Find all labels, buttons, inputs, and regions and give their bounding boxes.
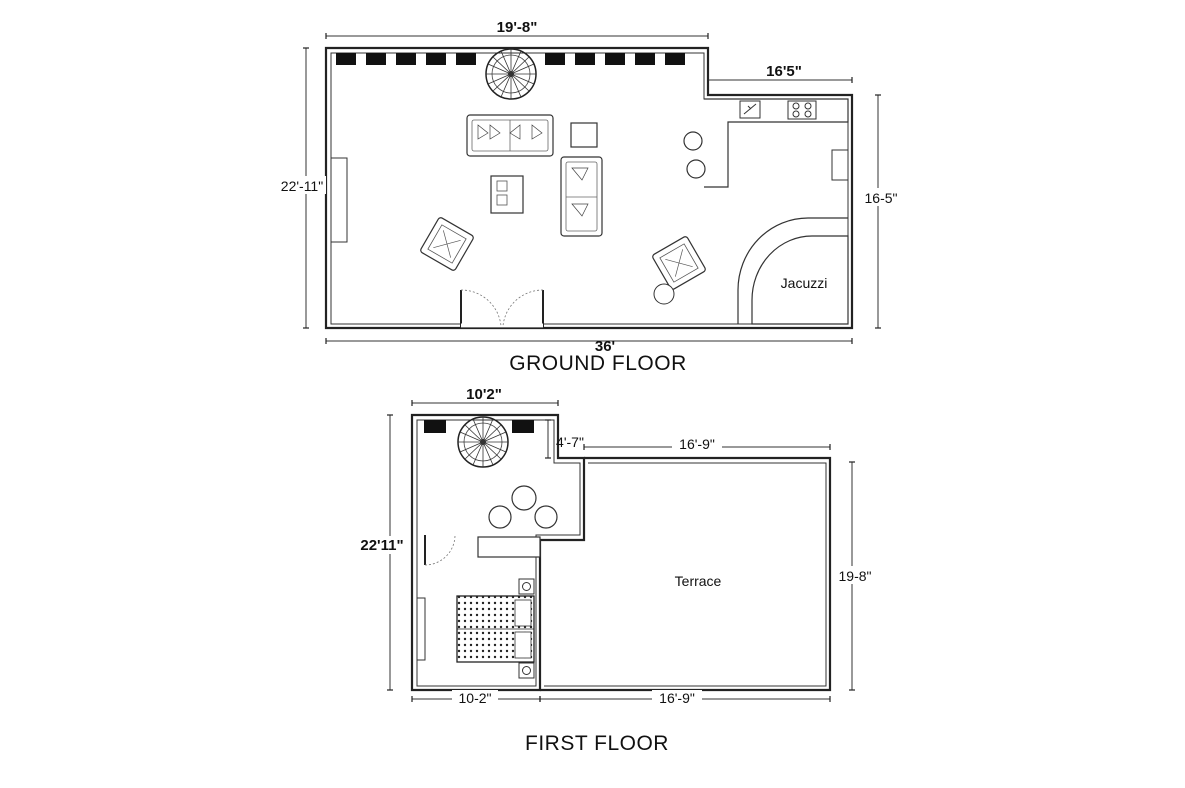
nightstand-icon: [518, 578, 535, 595]
dim-bottom-width: 36': [595, 338, 615, 355]
dim-small-depth: 4'-7": [556, 434, 584, 450]
nightstand-icon: [518, 662, 535, 679]
wardrobe: [416, 597, 426, 661]
dim-left-height: 22'11": [360, 537, 403, 554]
bar-stool: [683, 131, 703, 151]
dim-bottom-right: 16'-9": [659, 690, 695, 706]
side-stool: [653, 283, 675, 305]
partition: [477, 536, 541, 558]
left-wall-cabinet: [330, 157, 348, 243]
ground-dimensions: 19'-8" 16'5" 22'-11" 16-5" 36': [276, 19, 904, 355]
entrance-doors: [460, 289, 544, 329]
dim-right-height: 19-8": [839, 568, 872, 584]
dim-terrace-width: 16'-9": [679, 436, 715, 452]
window-row: [336, 53, 685, 65]
chair: [534, 505, 558, 529]
first-floor-title: FIRST FLOOR: [525, 732, 669, 755]
sofa-top-icon: [466, 114, 554, 157]
ground-floor-title: GROUND FLOOR: [509, 352, 687, 375]
bed-icon: [456, 595, 535, 663]
first-dimensions: 10'2" 4'-7" 16'-9" 22'11" 19-8" 10-2" 16…: [352, 386, 878, 706]
sofa-right-icon: [560, 156, 603, 237]
dim-top-width: 19'-8": [497, 19, 538, 36]
dim-right-height: 16-5": [865, 190, 898, 206]
dim-left-height: 22'-11": [281, 178, 323, 194]
first-floor-plan: Terrace: [352, 386, 878, 755]
window: [512, 420, 534, 433]
ground-floor-plan: Jacuzzi 19'-8" 16'5" 22'-11" 16-5" 36' G…: [276, 19, 904, 375]
dim-top-width: 10'2": [466, 386, 502, 403]
jacuzzi-area: Jacuzzi: [737, 217, 849, 325]
bedroom-door: [424, 534, 456, 566]
coffee-table: [490, 175, 524, 214]
spiral-staircase-icon: [485, 48, 537, 100]
chair: [488, 505, 512, 529]
side-table: [570, 122, 598, 148]
jacuzzi-label: Jacuzzi: [781, 275, 828, 291]
dim-bottom-left: 10-2": [459, 690, 492, 706]
terrace-label: Terrace: [675, 573, 722, 589]
window: [424, 420, 446, 433]
armchair-left-icon: [420, 217, 474, 271]
dining-table: [511, 485, 537, 511]
dim-kitchen-width: 16'5": [766, 63, 802, 80]
kitchen-counter: [704, 98, 849, 188]
spiral-staircase-icon: [457, 416, 509, 468]
armchair-right-icon: [652, 236, 706, 290]
bar-stool: [686, 159, 706, 179]
ground-floor-walls: [324, 46, 854, 330]
